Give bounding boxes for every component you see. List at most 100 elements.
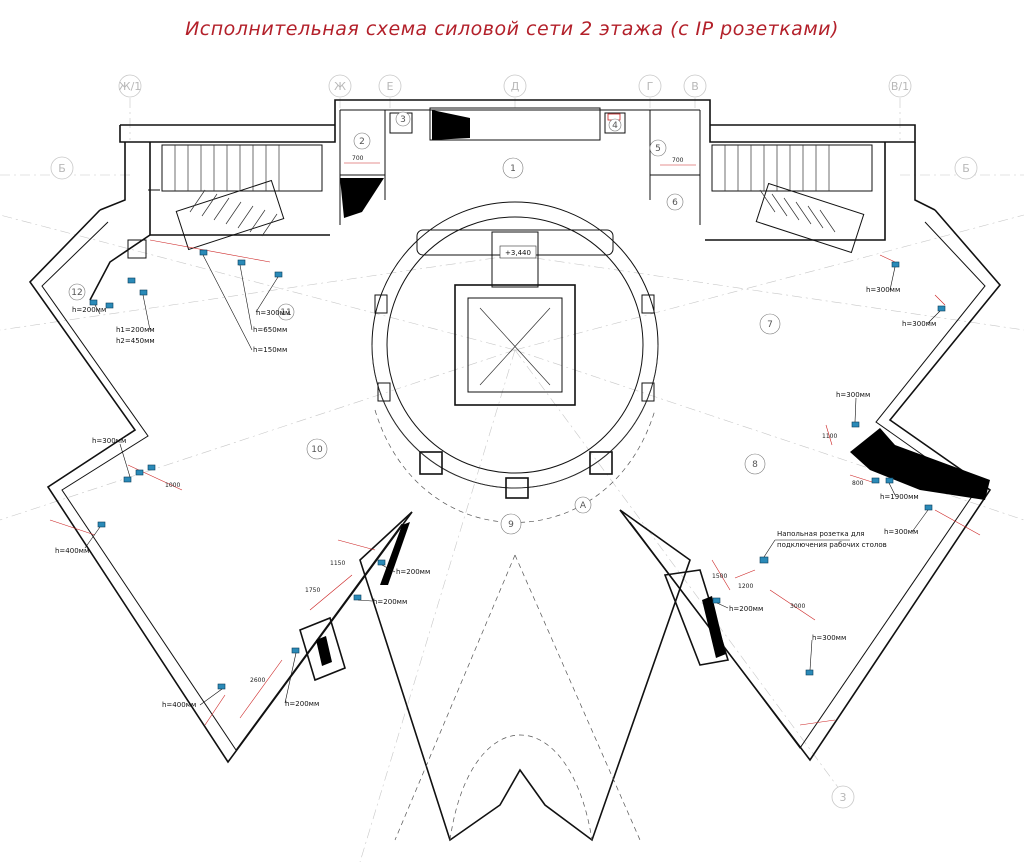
dimension-label: 3000: [790, 603, 805, 610]
right-wing: [619, 209, 1002, 762]
leader-line: [199, 688, 223, 706]
axis-marker: 3: [831, 785, 855, 809]
room-number: 9: [508, 520, 514, 530]
dimension-line: [337, 539, 376, 551]
bottom-wedge: [359, 509, 691, 842]
dimension-line: [711, 559, 731, 591]
column: [299, 616, 346, 682]
stair-flight: [175, 179, 285, 251]
axis-label: Д: [511, 80, 520, 93]
leader-line: [357, 599, 373, 602]
dimension-label: 1500: [712, 573, 727, 580]
dimension-label: 700: [672, 157, 684, 164]
dimension-line: [934, 294, 946, 306]
rotunda-inner: [386, 216, 644, 474]
room-number: 2: [359, 137, 365, 147]
axis-marker: В/1: [888, 74, 912, 98]
socket-height-label: h=300мм: [902, 320, 936, 328]
column-solid: [340, 178, 384, 218]
socket: [89, 299, 98, 306]
socket: [291, 647, 300, 654]
socket: [135, 469, 144, 476]
room-number: 8: [752, 460, 758, 470]
column-solid: [432, 110, 470, 140]
socket-height-label: h=300мм: [256, 309, 290, 317]
axis-markers: Ж/1 Ж Е Д Г В В/1 Б Б 3: [50, 74, 978, 809]
socket-height-label: h=300мм: [836, 391, 870, 399]
shaft-wall: [339, 110, 701, 225]
axis-label: В/1: [891, 80, 909, 93]
shaft-box: [604, 112, 626, 134]
socket-height-label: h=200мм: [373, 598, 407, 606]
room-number: 7: [767, 320, 773, 330]
dimension-label: 1000: [165, 482, 180, 489]
pillar-small: [377, 382, 391, 402]
room-marker: 2: [353, 132, 371, 150]
rotunda-arc: [371, 344, 659, 489]
dimension-line: [799, 719, 836, 726]
wedge-arc: [449, 734, 593, 841]
room-marker: 7: [759, 313, 781, 335]
level-mark-label: +3,440: [505, 249, 531, 257]
dimension-label: 1150: [330, 560, 345, 567]
socket: [199, 249, 208, 256]
leader-line: [889, 266, 896, 291]
socket-height-label: h=300мм: [866, 286, 900, 294]
stair-treads: [759, 189, 836, 233]
pillar: [589, 451, 613, 475]
axis-label: Ж/1: [119, 80, 142, 93]
room-number: 6: [672, 198, 678, 208]
room-number: А: [580, 501, 587, 511]
grid-line: [514, 349, 1024, 521]
stair-flight: [755, 182, 865, 254]
socket: [937, 305, 946, 312]
dimension-label: 1100: [822, 433, 837, 440]
dimension-label: 800: [852, 480, 864, 487]
socket: [871, 477, 880, 484]
right-stair-block: [705, 142, 936, 254]
socket: [217, 683, 226, 690]
dimension-line: [934, 509, 981, 536]
lift-core: [454, 284, 576, 406]
socket: [353, 594, 362, 601]
socket-labels: h=200мм h1=200мм h2=450мм h=300мм h=650м…: [55, 286, 936, 709]
column-solid: [316, 636, 332, 666]
socket-height-label: h1=200мм: [116, 326, 155, 334]
socket-height-label: h=200мм: [285, 700, 319, 708]
socket-height-label: h=200мм: [72, 306, 106, 314]
room-marker: 4: [608, 118, 622, 132]
leader-line: [381, 564, 396, 573]
socket: [147, 464, 156, 471]
axis-label: Б: [58, 162, 66, 175]
pillar-small: [374, 294, 388, 314]
socket: [139, 289, 148, 296]
socket-height-label: h=150мм: [253, 346, 287, 354]
outer-wall: [28, 209, 413, 764]
leader-line: [239, 264, 253, 331]
column-solid: [850, 428, 990, 500]
dimension-line: [879, 254, 896, 263]
leader-line: [888, 482, 896, 496]
leader-line: [927, 310, 941, 324]
leader-line: [809, 639, 813, 671]
socket: [274, 271, 283, 278]
stair-treads: [724, 145, 830, 191]
grid-line: [0, 349, 516, 521]
dimension-line: [769, 589, 816, 621]
axis-marker: Ж/1: [118, 74, 142, 98]
room-number: 3: [400, 115, 406, 125]
grid-line: [514, 349, 841, 791]
axis-label: Е: [387, 80, 394, 93]
socket-height-label: h=300мм: [884, 528, 918, 536]
room-marker: 10: [306, 438, 328, 460]
column: [663, 569, 730, 666]
dimension-label: 1750: [305, 587, 320, 594]
stair-wall: [99, 142, 330, 236]
pillar-small: [641, 382, 655, 402]
stair-treads: [174, 145, 280, 191]
axis-label: Ж: [334, 80, 346, 93]
room-marker: 1: [502, 157, 524, 179]
note-line: Напольная розетка для: [777, 530, 864, 538]
sockets: [89, 249, 946, 690]
